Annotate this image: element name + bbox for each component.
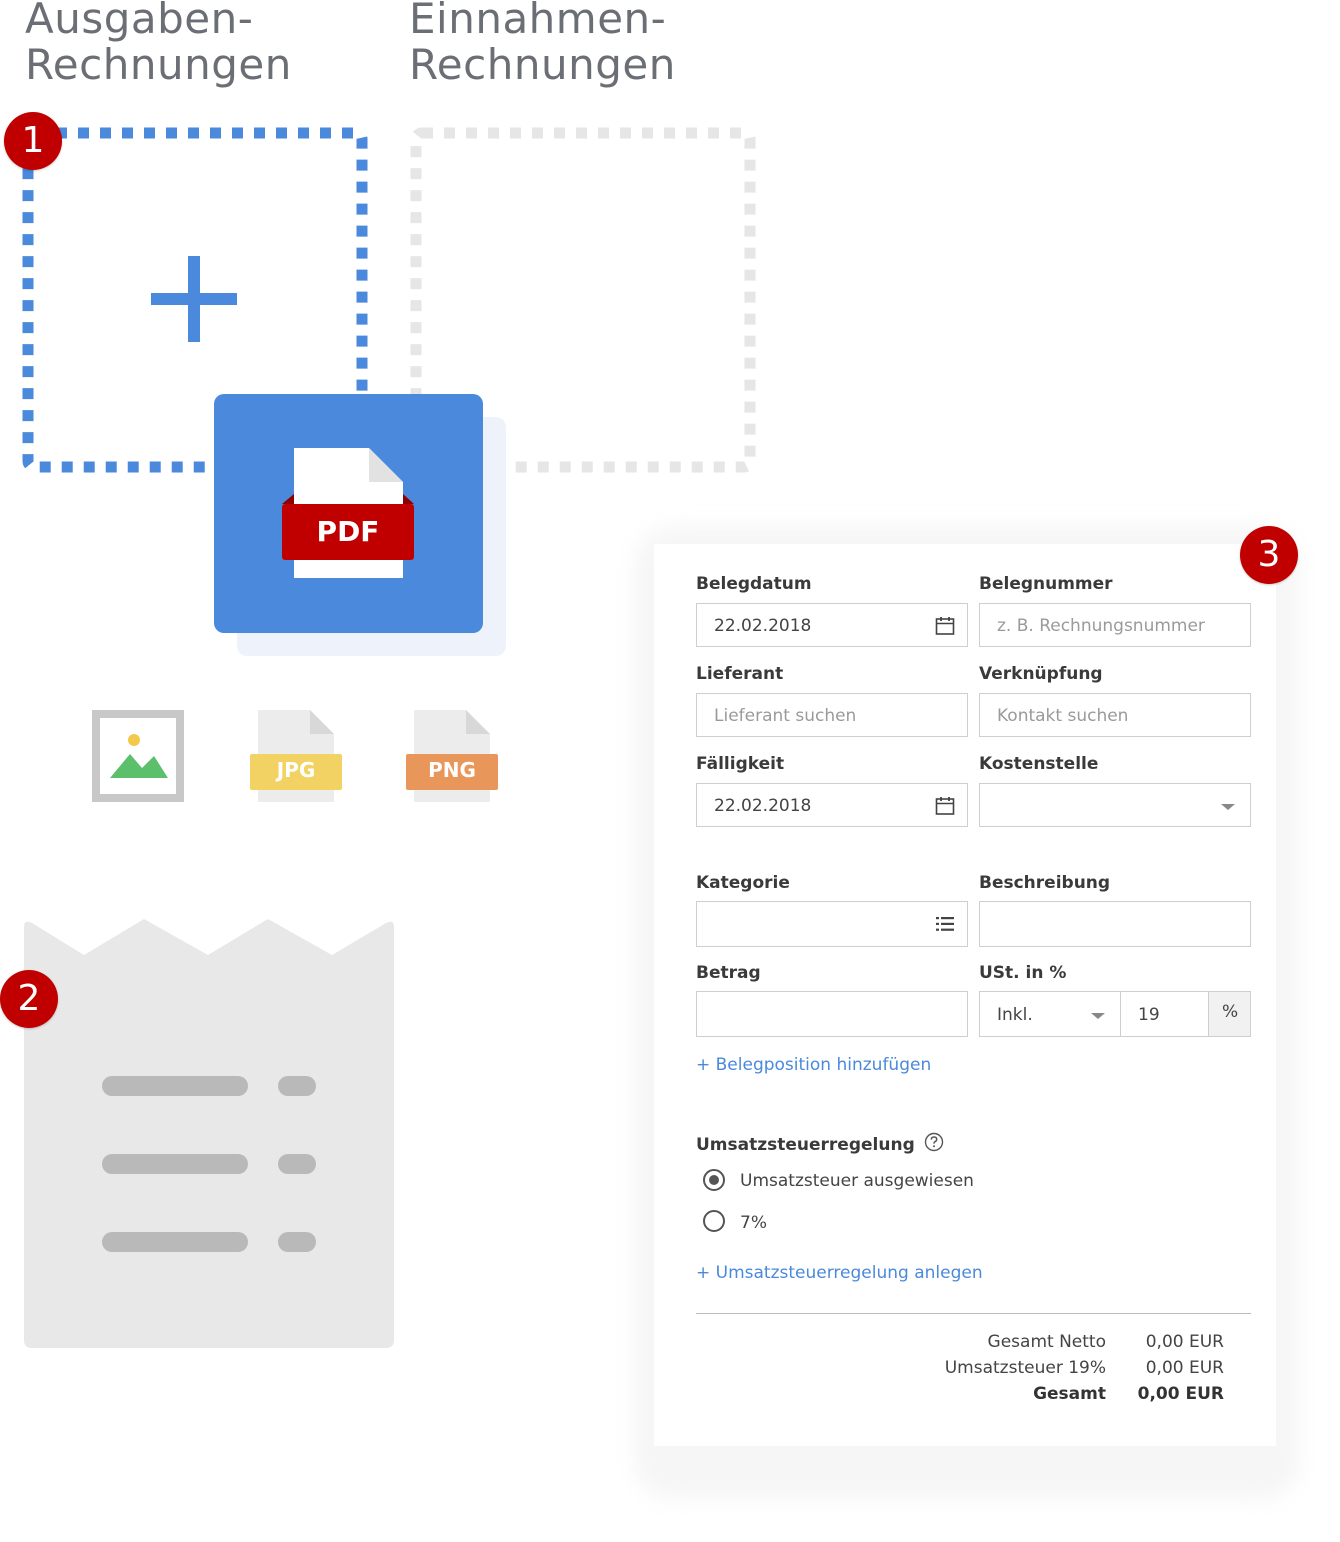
step-badge-1: 1	[4, 112, 62, 170]
caret-down-icon	[1091, 1013, 1105, 1019]
jpg-file-icon: JPG	[250, 710, 342, 802]
help-icon[interactable]	[924, 1132, 944, 1152]
png-label: PNG	[428, 758, 476, 782]
ust-mode-value: Inkl.	[997, 1005, 1033, 1025]
betrag-input[interactable]	[696, 991, 968, 1037]
expenses-column-title: Ausgaben- Rechnungen	[25, 0, 292, 88]
add-tax-rule-link[interactable]: + Umsatzsteuerregelung anlegen	[696, 1263, 983, 1283]
vat-total-value: 0,00 EUR	[1145, 1358, 1224, 1378]
belegnummer-placeholder: z. B. Rechnungsnummer	[997, 616, 1205, 636]
jpg-label: JPG	[276, 758, 316, 782]
belegdatum-value: 22.02.2018	[714, 616, 812, 636]
step-badge-3: 3	[1240, 526, 1298, 584]
kostenstelle-label: Kostenstelle	[979, 754, 1099, 774]
belegnummer-label: Belegnummer	[979, 574, 1113, 594]
betrag-label: Betrag	[696, 963, 761, 983]
receipt-amount	[278, 1232, 316, 1252]
ust-label: USt. in %	[979, 963, 1067, 983]
ust-rate-input[interactable]: 19	[1120, 991, 1209, 1037]
faelligkeit-label: Fälligkeit	[696, 754, 785, 774]
image-icon	[92, 710, 184, 802]
income-title-line1: Einnahmen-	[409, 0, 667, 43]
kategorie-label: Kategorie	[696, 873, 790, 893]
grand-total-value: 0,00 EUR	[1137, 1384, 1224, 1404]
belegdatum-label: Belegdatum	[696, 574, 812, 594]
tax-rule-option-label[interactable]: 7%	[740, 1213, 767, 1233]
png-file-icon: PNG	[406, 710, 498, 802]
receipt-amount	[278, 1076, 316, 1096]
calendar-icon[interactable]	[935, 616, 955, 636]
net-total-value: 0,00 EUR	[1145, 1332, 1224, 1352]
tax-rule-label: Umsatzsteuerregelung	[696, 1135, 915, 1155]
ust-unit-addon: %	[1208, 991, 1251, 1037]
income-title-line2: Rechnungen	[409, 40, 676, 89]
income-dropzone[interactable]	[410, 127, 756, 473]
list-icon[interactable]	[935, 914, 955, 934]
net-total-label: Gesamt Netto	[987, 1332, 1106, 1352]
lieferant-placeholder: Lieferant suchen	[714, 706, 857, 726]
receipt-illustration	[24, 919, 394, 1348]
kontakt-search-input[interactable]: Kontakt suchen	[979, 693, 1251, 737]
kostenstelle-select[interactable]	[979, 783, 1251, 827]
plus-icon[interactable]	[151, 256, 237, 342]
faelligkeit-value: 22.02.2018	[714, 796, 812, 816]
receipt-line	[102, 1232, 248, 1252]
receipt-amount	[278, 1154, 316, 1174]
receipt-line	[102, 1076, 248, 1096]
invoice-form: Belegdatum Belegnummer 22.02.2018 z. B. …	[654, 544, 1276, 1446]
receipt-line	[102, 1154, 248, 1174]
kontakt-placeholder: Kontakt suchen	[997, 706, 1129, 726]
ust-rate-value: 19	[1138, 1005, 1160, 1025]
kategorie-input[interactable]	[696, 901, 968, 947]
tax-rule-heading: Umsatzsteuerregelung	[696, 1132, 944, 1155]
ust-unit: %	[1222, 1002, 1239, 1022]
expenses-dropzone[interactable]	[22, 127, 368, 473]
tax-rule-radio-ausgewiesen[interactable]	[703, 1169, 725, 1191]
income-column-title: Einnahmen- Rechnungen	[409, 0, 676, 88]
add-position-link[interactable]: + Belegposition hinzufügen	[696, 1055, 932, 1075]
caret-down-icon	[1221, 804, 1235, 810]
verknuepfung-label: Verknüpfung	[979, 664, 1103, 684]
totals-divider	[696, 1313, 1251, 1314]
ust-mode-select[interactable]: Inkl.	[979, 991, 1121, 1037]
belegnummer-input[interactable]: z. B. Rechnungsnummer	[979, 603, 1251, 647]
expenses-title-line2: Rechnungen	[25, 40, 292, 89]
lieferant-search-input[interactable]: Lieferant suchen	[696, 693, 968, 737]
beschreibung-input[interactable]	[979, 901, 1251, 947]
step-badge-2: 2	[0, 970, 58, 1028]
pdf-drag-card[interactable]: PDF	[214, 394, 483, 633]
grand-total-label: Gesamt	[1033, 1384, 1106, 1404]
calendar-icon[interactable]	[935, 796, 955, 816]
expenses-title-line1: Ausgaben-	[25, 0, 254, 43]
pdf-label: PDF	[316, 515, 380, 548]
tax-rule-radio-7-percent[interactable]	[703, 1210, 725, 1232]
belegdatum-input[interactable]: 22.02.2018	[696, 603, 968, 647]
tax-rule-option-label[interactable]: Umsatzsteuer ausgewiesen	[740, 1171, 974, 1191]
faelligkeit-input[interactable]: 22.02.2018	[696, 783, 968, 827]
lieferant-label: Lieferant	[696, 664, 784, 684]
vat-total-label: Umsatzsteuer 19%	[944, 1358, 1106, 1378]
beschreibung-label: Beschreibung	[979, 873, 1111, 893]
